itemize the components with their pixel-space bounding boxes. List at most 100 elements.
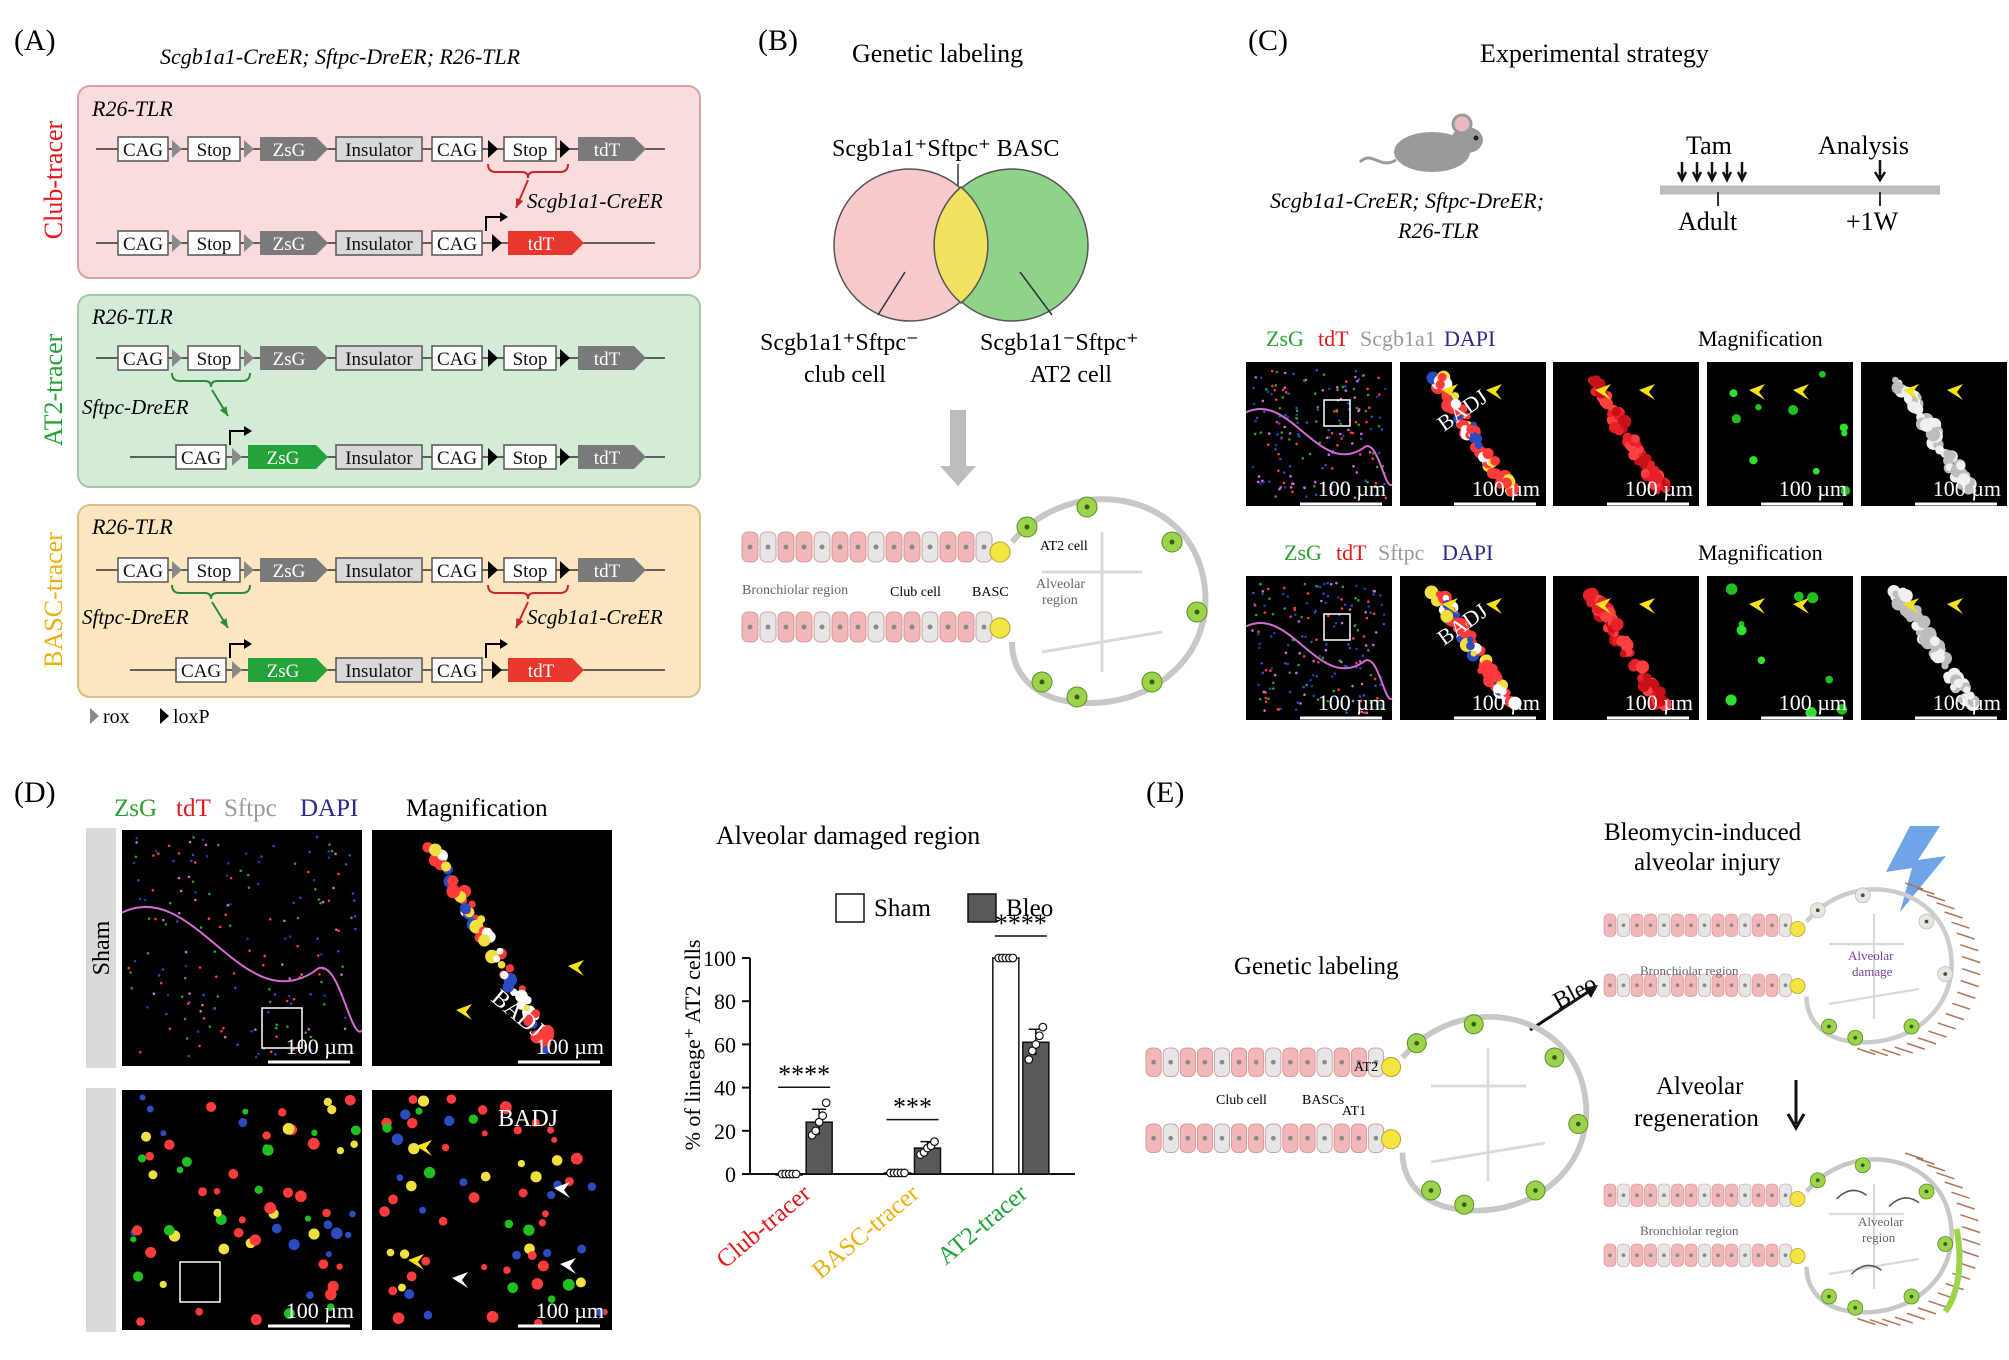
cell-signal (1367, 605, 1371, 608)
c-row1-arrow-b2 (1639, 384, 1655, 400)
cell-signal (1335, 581, 1338, 585)
basc-orig-insulator-label: Insulator (345, 561, 413, 582)
basc-tracer-box (77, 504, 701, 698)
cell-signal (185, 1037, 189, 1040)
cell-signal (1368, 450, 1372, 454)
cell-signal (146, 952, 150, 955)
cell-nucleus (1253, 1135, 1259, 1141)
at2-rec-promoter (229, 430, 246, 445)
cell-signal (1326, 594, 1330, 598)
c-row2-roi (1323, 613, 1351, 641)
cell-signal (1366, 393, 1370, 397)
cell-signal (275, 1023, 278, 1027)
cell-signal (1269, 635, 1273, 638)
at2-orig-rox2 (244, 349, 254, 367)
cell-nucleus (1702, 983, 1707, 988)
data-point (1038, 1022, 1048, 1032)
cell-nucleus (1621, 1193, 1626, 1198)
cell-signal (205, 854, 209, 858)
fibroblast (1960, 979, 1979, 988)
fibroblast (1951, 1191, 1970, 1199)
cell-signal (587, 1182, 597, 1191)
tam-arrows (1676, 162, 1748, 183)
cell-signal (1316, 698, 1320, 701)
cell-signal (1312, 694, 1316, 698)
cell-signal (341, 965, 344, 968)
cell-signal (204, 843, 208, 847)
cell-signal (296, 916, 300, 920)
at2-orig-cag1-label: CAG (123, 349, 163, 370)
fibroblast (1944, 911, 1963, 919)
cell-signal (309, 992, 312, 996)
cell-signal (292, 1048, 296, 1051)
cell-signal (1340, 621, 1344, 625)
cell-signal (1287, 392, 1290, 395)
cell-signal (232, 972, 236, 975)
cell-nucleus (1770, 923, 1774, 928)
fibroblast (1956, 932, 1975, 940)
x-tick-label: BASC-tracer (807, 1179, 925, 1284)
c-genotype-1: Scgb1a1-CreER; Sftpc-DreER; (1270, 188, 1544, 213)
cell-nucleus (855, 544, 861, 550)
club-rec-stop1 (187, 230, 241, 256)
cell-nucleus (1621, 923, 1626, 928)
cell-signal (1318, 585, 1322, 589)
c-row2-img3 (1553, 576, 1699, 720)
cell-nucleus (873, 624, 879, 630)
cell-signal (1370, 415, 1374, 419)
cell-signal (481, 1263, 488, 1271)
cell-signal (323, 994, 327, 997)
club-rec-cag2 (431, 230, 483, 256)
cell-signal (1358, 660, 1362, 663)
alveolus-wall (1804, 1157, 1954, 1315)
c-row1-scale1-text: 100 µm (1318, 476, 1386, 501)
cell-signal (218, 925, 222, 929)
club-orig-cag1 (117, 136, 169, 162)
regen-arrow (1888, 1197, 1920, 1208)
basc-cre-arrow-head (516, 618, 524, 628)
cell-signal (288, 935, 292, 938)
cell-nucleus (1168, 1135, 1174, 1141)
cell-signal (1327, 428, 1331, 432)
cell-signal (314, 887, 317, 891)
basc-cell (1789, 978, 1806, 994)
cell-signal (162, 918, 165, 922)
cell-nucleus (963, 624, 969, 630)
fibroblast (1917, 1037, 1937, 1045)
cell-signal (1662, 482, 1670, 491)
cell-signal (1354, 596, 1357, 600)
panel-c-title: Experimental strategy (1480, 39, 1709, 68)
cell-nucleus (1168, 1059, 1174, 1065)
cell-signal (1435, 591, 1443, 598)
basc-cell (1789, 1248, 1806, 1264)
at2-nucleus (1039, 679, 1045, 685)
cell-nucleus (909, 624, 915, 630)
cell-signal (1326, 699, 1330, 703)
cell-signal (1382, 613, 1386, 616)
cell-signal (1367, 406, 1371, 409)
cell-signal (327, 850, 330, 853)
cell-signal (1331, 483, 1335, 486)
c2-marker: Sftpc (1378, 540, 1425, 565)
cell-nucleus (1648, 1253, 1653, 1258)
cell-signal (1312, 659, 1315, 663)
cell-signal (1839, 423, 1848, 432)
cell-nucleus (1648, 1193, 1653, 1198)
y-tick-label: 0 (725, 1162, 736, 1187)
cell-signal (1321, 389, 1325, 392)
cell-signal (1272, 687, 1275, 690)
cell-signal (166, 993, 170, 997)
club-rec-insulator-label: Insulator (345, 234, 413, 255)
c2-zsg: ZsG (1284, 540, 1322, 565)
cell-signal (1380, 603, 1384, 607)
significance-label: *** (893, 1093, 932, 1122)
cell-signal (1382, 482, 1386, 486)
cell-signal (316, 937, 319, 941)
cell-nucleus (1373, 1059, 1379, 1065)
basc-orig-tdt (578, 558, 646, 582)
c-row2-scale4-text: 100 µm (1779, 690, 1847, 715)
cell-signal (1308, 452, 1312, 456)
cell-signal (518, 1188, 528, 1198)
cell-signal (1351, 699, 1355, 703)
